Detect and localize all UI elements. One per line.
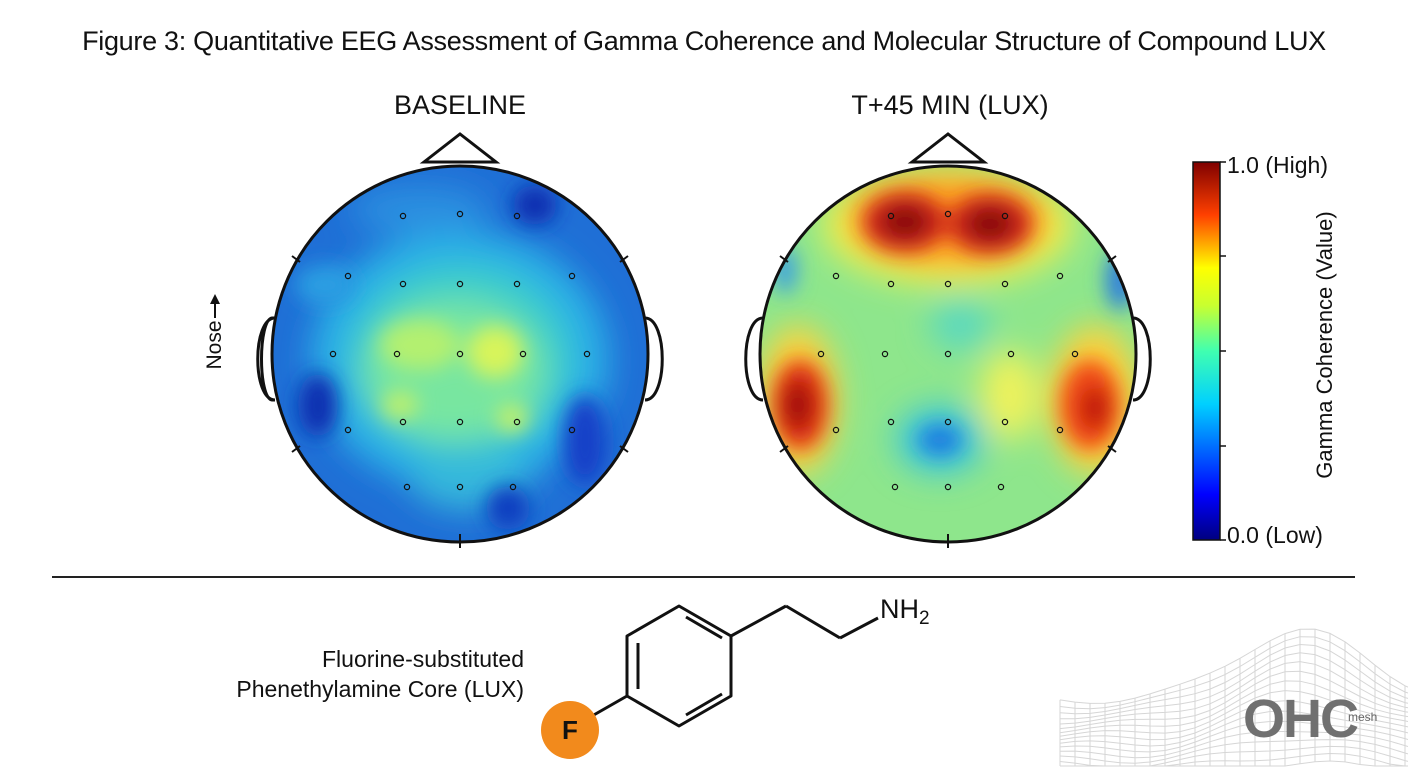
right-ear-icon xyxy=(1132,316,1152,402)
electrode-marker xyxy=(944,418,952,426)
electrode-marker xyxy=(881,350,889,358)
amine-text: NH xyxy=(880,594,919,624)
ethyl-bond-1 xyxy=(730,604,787,638)
figure-title: Figure 3: Quantitative EEG Assessment of… xyxy=(82,26,1326,56)
nose-arrow-icon xyxy=(210,294,220,318)
amine-group: NH2 xyxy=(880,594,930,630)
electrode-marker xyxy=(583,350,591,358)
electrode-marker xyxy=(944,280,952,288)
electrode-marker xyxy=(344,272,352,280)
electrode-marker xyxy=(1056,272,1064,280)
electrode-marker xyxy=(568,272,576,280)
electrode-marker xyxy=(509,483,517,491)
molecule-label: Fluorine-substituted Phenethylamine Core… xyxy=(236,644,524,704)
electrode-marker xyxy=(887,418,895,426)
colorbar-gradient xyxy=(1192,161,1221,541)
electrode-marker xyxy=(519,350,527,358)
amine-subscript: 2 xyxy=(919,608,930,629)
benzene-ring xyxy=(625,604,733,728)
watermark-logo: OHC xyxy=(1243,689,1359,749)
right-ear-icon xyxy=(644,316,664,402)
nose-icon xyxy=(419,132,501,164)
electrode-marker xyxy=(456,418,464,426)
electrode-marker xyxy=(393,350,401,358)
electrode-marker xyxy=(997,483,1005,491)
electrode-marker xyxy=(513,212,521,220)
section-divider xyxy=(52,576,1355,578)
baseline-topomap xyxy=(272,166,648,542)
electrode-marker xyxy=(832,272,840,280)
nose-icon xyxy=(907,132,989,164)
electrode-marker xyxy=(344,426,352,434)
post-dose-topomap xyxy=(760,166,1136,542)
electrode-marker xyxy=(403,483,411,491)
colorbar xyxy=(1192,161,1226,541)
baseline-ticks xyxy=(291,255,629,548)
watermark-mesh xyxy=(1059,628,1408,767)
electrode-marker xyxy=(399,212,407,220)
electrode-marker xyxy=(513,418,521,426)
electrode-marker xyxy=(399,418,407,426)
left-ear-icon xyxy=(744,316,764,402)
fluorine-bond xyxy=(591,694,628,718)
baseline-head xyxy=(256,132,664,548)
electrode-marker xyxy=(1071,350,1079,358)
electrode-marker xyxy=(456,483,464,491)
molecule-label-line1: Fluorine-substituted xyxy=(322,646,524,672)
post-dose-electrodes xyxy=(817,210,1079,491)
electrode-marker xyxy=(1001,280,1009,288)
watermark-small-text: mesh xyxy=(1348,710,1378,724)
colorbar-axis-label: Gamma Coherence (Value) xyxy=(1312,211,1337,479)
amine-bond xyxy=(839,616,879,640)
electrode-marker xyxy=(1007,350,1015,358)
baseline-panel-title: BASELINE xyxy=(393,90,527,120)
ethyl-bond-2 xyxy=(785,604,841,640)
molecule-label-line2: Phenethylamine Core (LUX) xyxy=(236,676,524,702)
post-dose-head xyxy=(744,132,1152,548)
colorbar-max-label: 1.0 (High) xyxy=(1227,152,1328,178)
electrode-marker xyxy=(817,350,825,358)
nose-label: Nose xyxy=(203,320,226,370)
colorbar-ticks xyxy=(1220,161,1226,541)
electrode-marker xyxy=(456,350,464,358)
electrode-marker xyxy=(891,483,899,491)
electrode-marker xyxy=(1056,426,1064,434)
electrode-marker xyxy=(1001,418,1009,426)
electrode-marker xyxy=(944,483,952,491)
electrode-marker xyxy=(944,210,952,218)
colorbar-min-label: 0.0 (Low) xyxy=(1227,522,1323,548)
post-dose-panel-title: T+45 MIN (LUX) xyxy=(851,90,1049,120)
electrode-marker xyxy=(456,280,464,288)
electrode-marker xyxy=(887,280,895,288)
left-ear-icon xyxy=(256,316,276,402)
electrode-marker xyxy=(832,426,840,434)
electrode-marker xyxy=(399,280,407,288)
electrode-marker xyxy=(944,350,952,358)
electrode-marker xyxy=(568,426,576,434)
molecule-structure xyxy=(591,604,879,728)
fluorine-atom: F xyxy=(541,701,599,759)
electrode-marker xyxy=(513,280,521,288)
electrode-marker xyxy=(887,212,895,220)
electrode-marker xyxy=(329,350,337,358)
electrode-marker xyxy=(456,210,464,218)
post-dose-ticks xyxy=(779,255,1117,548)
baseline-electrodes xyxy=(329,210,591,491)
electrode-marker xyxy=(1001,212,1009,220)
